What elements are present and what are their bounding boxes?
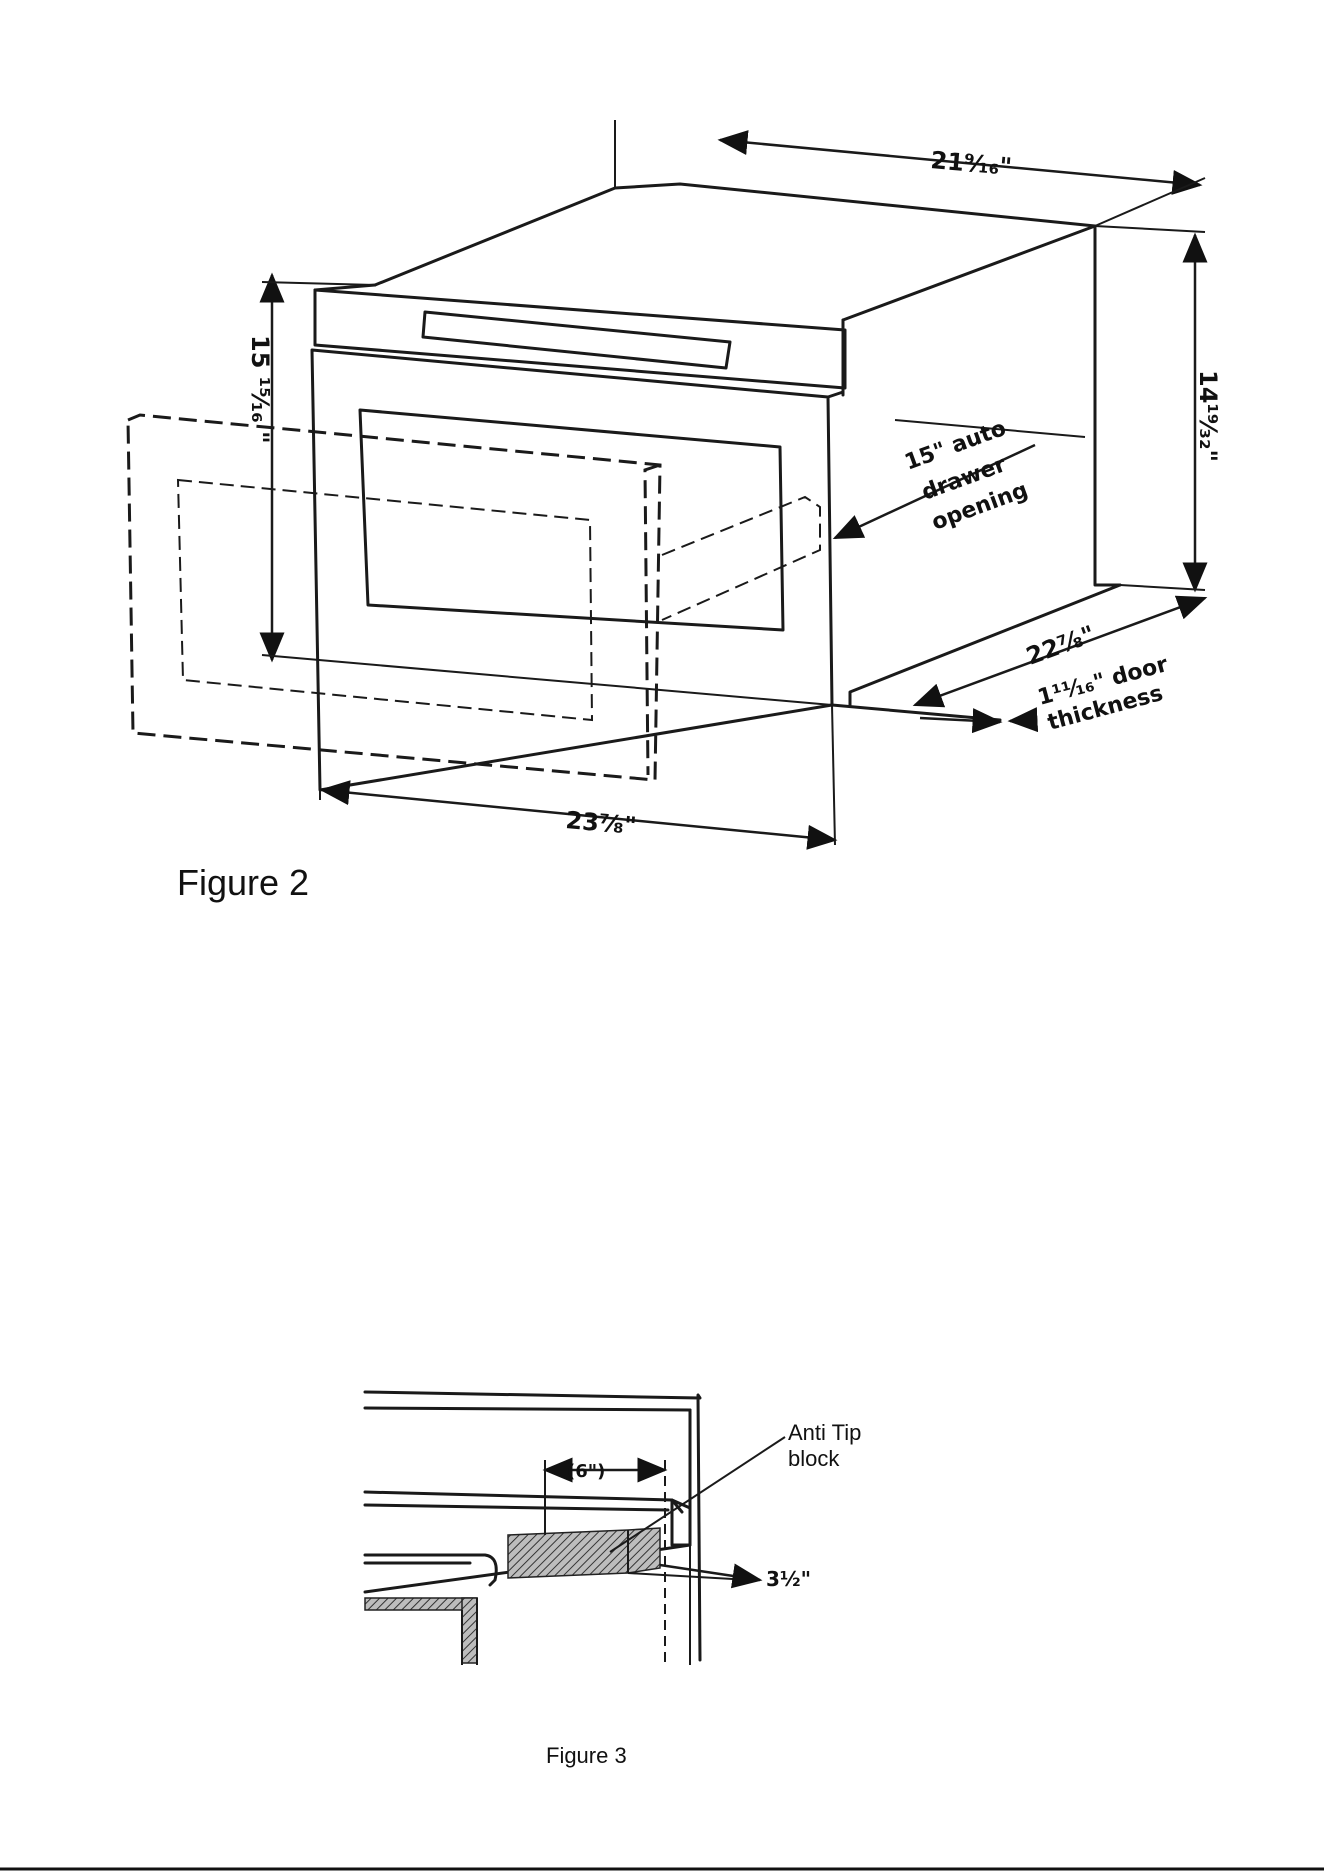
dim-front-height: 15 ¹⁵⁄₁₆ " <box>246 335 274 444</box>
dim-top-depth: 21⁹⁄₁₆" <box>929 146 1013 181</box>
dim-3-5in: 3½" <box>766 1567 811 1591</box>
anti-tip-label-1: Anti Tip <box>788 1420 861 1445</box>
dim-6in: (6") <box>567 1461 605 1482</box>
figure-2-caption: Figure 2 <box>177 862 309 903</box>
dim-side-height: 14¹⁹⁄₃₂" <box>1194 370 1222 462</box>
dim-side-depth: 22⁷⁄₈" <box>1022 620 1098 671</box>
anti-tip-label-2: block <box>788 1446 840 1471</box>
figure-2-drawing <box>128 120 1205 845</box>
figure-3-drawing <box>365 1392 785 1665</box>
figure-3-caption: Figure 3 <box>546 1743 627 1768</box>
dim-front-width: 23⁷⁄₈" <box>564 806 637 840</box>
